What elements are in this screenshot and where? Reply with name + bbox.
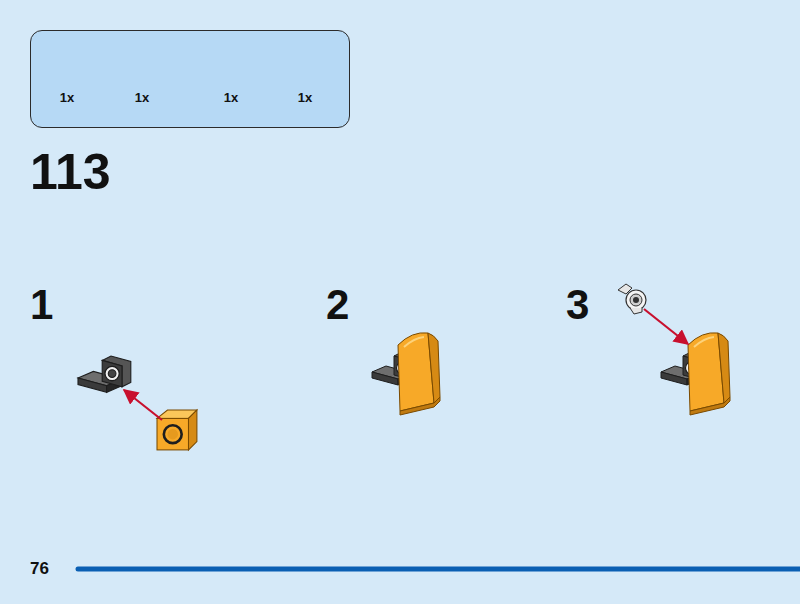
sub-step-number: 3	[566, 284, 589, 326]
page-number: 76	[30, 560, 49, 577]
assembly-arrow	[644, 309, 688, 344]
part-count: 1x	[224, 91, 238, 104]
page-bar	[78, 567, 800, 572]
part-count: 1x	[298, 91, 312, 104]
assembly-arrow	[124, 390, 162, 420]
bracket-part	[78, 356, 131, 392]
parts-list-panel: 1x 1x 1x 1x	[30, 30, 350, 128]
clip-part	[618, 284, 646, 314]
part-count: 1x	[135, 91, 149, 104]
plate-part	[157, 410, 197, 450]
slope-part	[398, 333, 440, 415]
sub-step-number: 1	[30, 284, 53, 326]
sub-step-number: 2	[326, 284, 349, 326]
part-count: 1x	[60, 91, 74, 104]
slope-part	[688, 333, 730, 415]
step-number: 113	[30, 147, 111, 197]
